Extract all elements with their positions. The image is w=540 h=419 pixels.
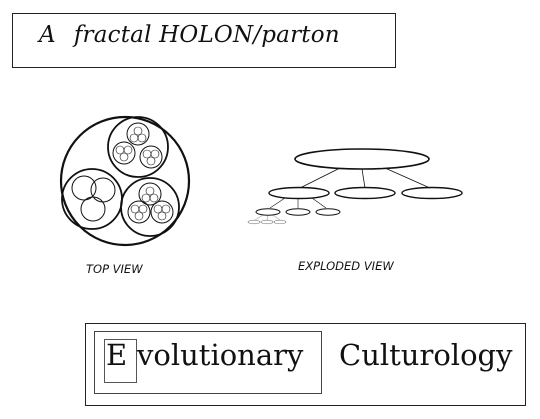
holon-left	[61, 168, 123, 230]
title-letter: A	[39, 22, 56, 48]
sub-holon	[112, 141, 136, 165]
sub-holon	[139, 145, 163, 169]
connector	[269, 197, 286, 209]
micro-holon	[133, 126, 143, 136]
root-ellipse	[294, 148, 430, 170]
top-view-label: TOP VIEW	[86, 262, 143, 276]
micro-holon	[153, 204, 163, 214]
level2-ellipse	[401, 186, 463, 200]
connector	[266, 214, 269, 221]
micro-holon	[141, 193, 151, 203]
level3-ellipse	[255, 208, 281, 216]
culturology-word: Culturology	[339, 338, 513, 372]
micro-holon	[157, 211, 167, 221]
top-view-circles	[59, 115, 191, 247]
level4-ellipse	[260, 219, 274, 225]
micro-holon	[137, 133, 147, 143]
sub-holon	[126, 122, 150, 146]
evolutionary-box	[94, 331, 322, 394]
sub-holon	[127, 200, 151, 224]
evolutionary-initial: E	[106, 338, 128, 372]
micro-holon	[129, 133, 139, 143]
micro-holon	[161, 204, 171, 214]
title-phrase: fractal HOLON/parton	[73, 22, 340, 48]
holon-right	[120, 177, 180, 237]
level2-ellipse	[268, 186, 330, 200]
sub-holon	[71, 175, 97, 201]
sub-holon	[80, 196, 106, 222]
connector	[254, 214, 264, 221]
outer-circle	[59, 115, 191, 247]
micro-holon	[149, 193, 159, 203]
initial-letter-box	[104, 339, 137, 383]
culturology-box: E volutionary Culturology	[85, 323, 526, 406]
connector	[272, 214, 281, 221]
micro-holon	[119, 152, 129, 162]
micro-holon	[134, 211, 144, 221]
level2-ellipse	[334, 186, 396, 200]
sub-holon	[90, 177, 116, 203]
level4-ellipse	[273, 219, 287, 225]
micro-holon	[146, 156, 156, 166]
micro-holon	[130, 204, 140, 214]
exploded-view-label: EXPLODED VIEW	[298, 259, 394, 273]
connector	[384, 167, 431, 189]
sub-holon	[150, 200, 174, 224]
connector	[311, 197, 327, 209]
micro-holon	[150, 149, 160, 159]
connector	[299, 167, 341, 189]
micro-holon	[115, 145, 125, 155]
micro-holon	[123, 145, 133, 155]
sub-holon	[138, 182, 162, 206]
micro-holon	[142, 149, 152, 159]
level3-ellipse	[285, 208, 311, 216]
level4-ellipse	[247, 219, 261, 225]
micro-holon	[138, 204, 148, 214]
holon-top	[107, 116, 169, 178]
micro-holon	[145, 186, 155, 196]
connector	[361, 168, 366, 189]
exploded-view-tree	[247, 148, 463, 225]
level3-ellipse	[315, 208, 341, 216]
evolutionary-word: volutionary	[137, 338, 304, 372]
